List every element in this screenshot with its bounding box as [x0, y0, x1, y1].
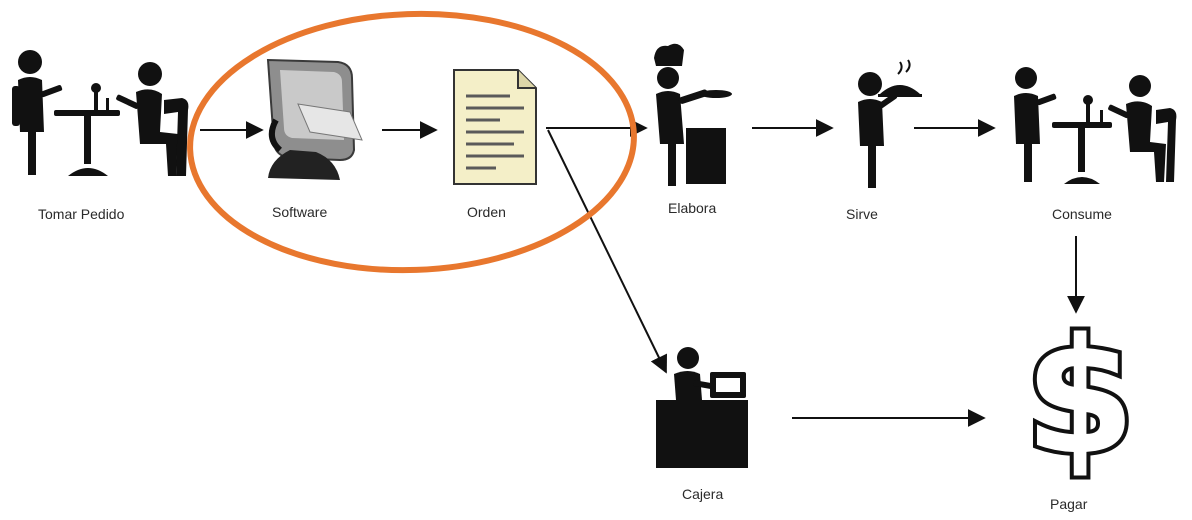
- highlight-ellipse: [187, 10, 637, 274]
- node-label-software: Software: [272, 204, 328, 220]
- node-label-tomar-pedido: Tomar Pedido: [38, 206, 125, 222]
- node-label-cajera: Cajera: [682, 486, 724, 502]
- diners-table-icon: [1014, 67, 1177, 184]
- pos-terminal-icon: [266, 58, 363, 180]
- order-document-icon: [453, 69, 537, 185]
- dollar-sign-icon: $: [1020, 299, 1139, 494]
- node-label-orden: Orden: [467, 204, 506, 220]
- node-label-pagar: Pagar: [1050, 496, 1088, 512]
- arrow-orden-to-cajera: [547, 129, 667, 374]
- chef-icon: [654, 43, 732, 186]
- node-label-sirve: Sirve: [846, 206, 878, 222]
- waiter-serving-icon: [858, 59, 922, 188]
- svg-text:$: $: [1024, 303, 1135, 490]
- node-label-elabora: Elabora: [668, 200, 717, 216]
- flow-arrows: [200, 119, 1085, 427]
- node-label-consume: Consume: [1052, 206, 1112, 222]
- cashier-register-icon: [656, 347, 748, 468]
- waiter-table-customer-icon: [12, 50, 189, 176]
